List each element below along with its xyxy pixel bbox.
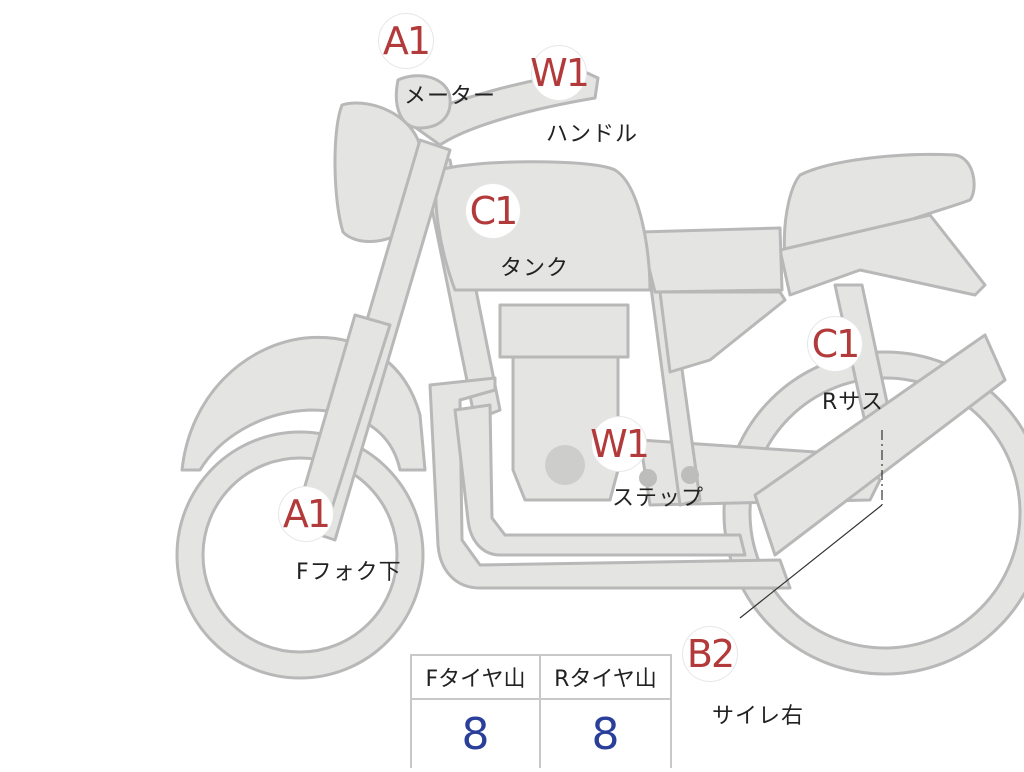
tank-label: タンク [500,256,570,281]
muffler-pointer-line [739,504,883,619]
muffler-code-badge: B2 [683,627,737,681]
tire-tread-table: Fタイヤ山 Rタイヤ山 8 8 [410,654,672,768]
rear-sus-code: C1 [811,322,861,366]
step-code: W1 [590,422,650,466]
tank-code: C1 [469,189,519,233]
meter-label: メーター [404,84,497,109]
front-fork-label: Fフォク下 [296,560,402,585]
handle-code: W1 [530,51,590,95]
handle-code-badge: W1 [530,46,590,100]
rear-sus-label: Rサス [822,390,884,415]
engine-top [498,303,630,359]
rear-tire-header: Rタイヤ山 [541,656,670,700]
handle-label: ハンドル [546,122,639,147]
rear-tire-value: 8 [591,708,620,760]
side-cover [658,290,787,374]
muffler-code: B2 [686,632,735,676]
rear-wheel [724,352,1024,674]
meter [394,74,452,130]
rear-sus-code-badge: C1 [808,317,862,371]
step-label: ステップ [612,486,705,511]
meter-code: A1 [382,19,431,63]
front-tire-value: 8 [412,700,541,768]
front-wheel [177,432,423,678]
muffler [753,333,1007,557]
front-tire-header: Fタイヤ山 [412,656,541,700]
muffler-label: サイレ右 [712,704,805,729]
engine-block [511,355,620,502]
front-fork-code-badge: A1 [279,487,333,541]
front-fork-code: A1 [282,492,331,536]
step-code-badge: W1 [590,417,650,471]
meter-code-badge: A1 [379,14,433,68]
tank-code-badge: C1 [466,184,520,238]
